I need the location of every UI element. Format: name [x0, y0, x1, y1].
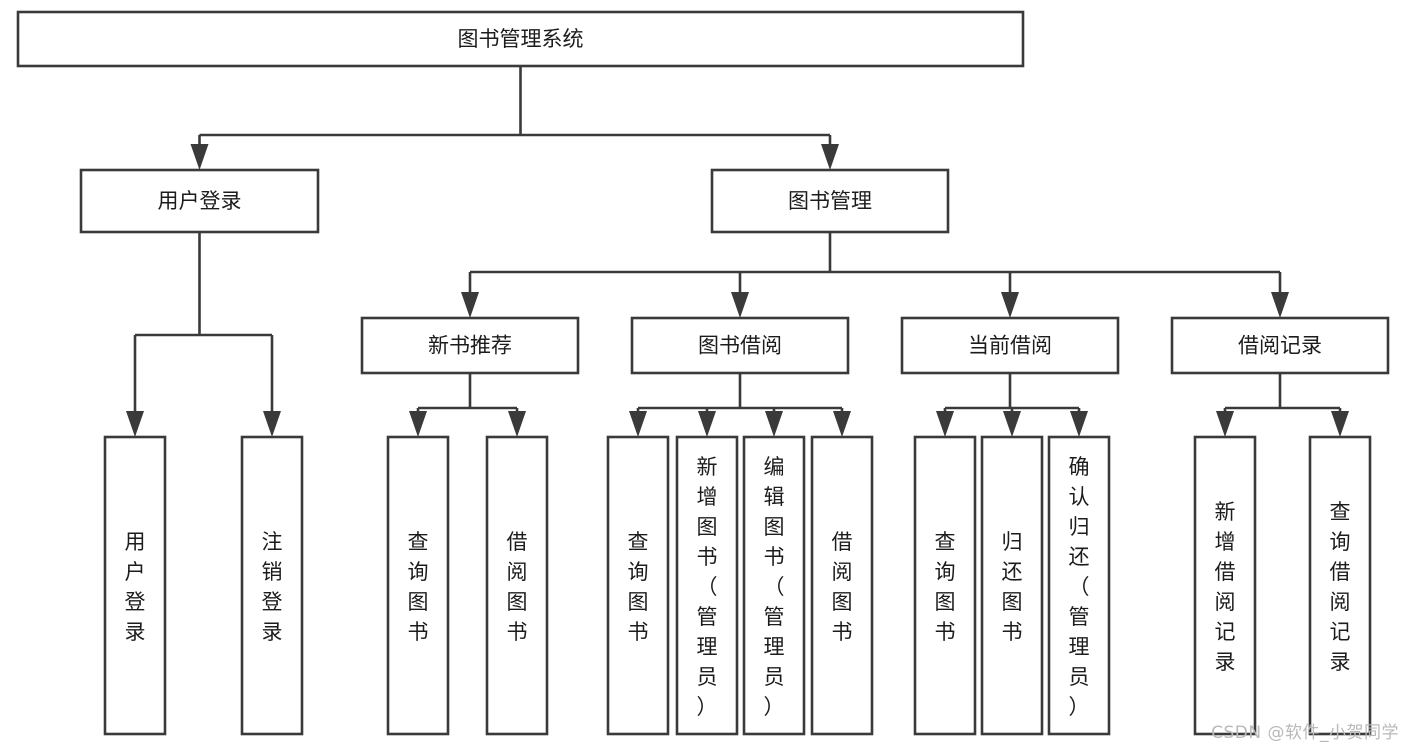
node-label-leaf-user-login: 用户登录	[125, 530, 146, 644]
arrowhead-root-1	[821, 144, 839, 170]
node-rect-current-borrow	[900, 316, 1120, 375]
arrowhead-borrow-record-1	[1331, 411, 1349, 437]
node-root[interactable]: 图书管理系统	[16, 10, 1025, 68]
node-label-book-borrow: 图书借阅	[698, 334, 782, 358]
node-rect-root	[16, 10, 1025, 68]
node-rect-leaf-borrow-book-1	[485, 435, 549, 736]
node-label-user-login: 用户登录	[158, 189, 242, 213]
arrowhead-book-borrow-1	[698, 411, 716, 437]
arrowhead-book-borrow-3	[833, 411, 851, 437]
arrowhead-book-manage-2	[1001, 292, 1019, 318]
node-label-leaf-add-borrow-record: 新增借阅记录	[1215, 500, 1236, 674]
node-label-root: 图书管理系统	[458, 27, 584, 51]
arrowhead-book-manage-1	[731, 292, 749, 318]
node-leaf-edit-book[interactable]: 编辑图书（管理员）	[742, 435, 806, 736]
node-leaf-add-borrow-record[interactable]: 新增借阅记录	[1193, 435, 1257, 736]
arrowhead-book-manage-0	[461, 292, 479, 318]
node-label-new-book-recommend: 新书推荐	[428, 334, 512, 358]
arrowhead-book-manage-3	[1271, 292, 1289, 318]
node-label-leaf-query-book-2: 查询图书	[628, 530, 649, 644]
node-label-book-manage: 图书管理	[788, 189, 872, 213]
node-borrow-record[interactable]: 借阅记录	[1170, 316, 1390, 375]
node-rect-leaf-add-book	[675, 435, 739, 736]
node-leaf-borrow-book-2[interactable]: 借阅图书	[810, 435, 874, 736]
arrowhead-book-borrow-0	[629, 411, 647, 437]
node-leaf-user-login[interactable]: 用户登录	[103, 435, 167, 736]
connector-lines	[126, 66, 1349, 437]
node-label-leaf-logout-login: 注销登录	[262, 530, 283, 644]
node-rect-leaf-confirm-return	[1047, 435, 1111, 736]
node-rect-book-manage	[710, 168, 950, 234]
node-rect-leaf-logout-login	[240, 435, 304, 736]
node-leaf-return-book[interactable]: 归还图书	[980, 435, 1044, 736]
node-boxes: 图书管理系统用户登录图书管理新书推荐图书借阅当前借阅借阅记录用户登录注销登录查询…	[16, 10, 1390, 736]
node-rect-book-borrow	[630, 316, 850, 375]
node-label-leaf-add-book: 新增图书（管理员）	[697, 455, 718, 719]
arrowhead-borrow-record-0	[1216, 411, 1234, 437]
node-rect-leaf-borrow-book-2	[810, 435, 874, 736]
node-label-borrow-record: 借阅记录	[1238, 334, 1322, 358]
node-label-leaf-borrow-book-2: 借阅图书	[832, 530, 853, 644]
node-rect-new-book-recommend	[360, 316, 580, 375]
arrowhead-new-book-recommend-1	[508, 411, 526, 437]
node-rect-leaf-query-book-1	[386, 435, 450, 736]
node-new-book-recommend[interactable]: 新书推荐	[360, 316, 580, 375]
node-label-leaf-borrow-book-1: 借阅图书	[507, 530, 528, 644]
node-label-leaf-edit-book: 编辑图书（管理员）	[764, 455, 785, 719]
arrowhead-root-0	[190, 144, 209, 170]
node-rect-user-login	[79, 168, 320, 234]
node-user-login[interactable]: 用户登录	[79, 168, 320, 234]
node-book-manage[interactable]: 图书管理	[710, 168, 950, 234]
node-label-leaf-query-borrow-record: 查询借阅记录	[1330, 500, 1351, 674]
node-rect-leaf-add-borrow-record	[1193, 435, 1257, 736]
node-rect-leaf-user-login	[103, 435, 167, 736]
arrowhead-current-borrow-0	[936, 411, 954, 437]
arrowhead-user-login-1	[263, 411, 281, 437]
node-leaf-logout-login[interactable]: 注销登录	[240, 435, 304, 736]
node-leaf-query-borrow-record[interactable]: 查询借阅记录	[1308, 435, 1372, 736]
node-label-leaf-confirm-return: 确认归还（管理员）	[1069, 455, 1090, 719]
node-current-borrow[interactable]: 当前借阅	[900, 316, 1120, 375]
node-leaf-query-book-1[interactable]: 查询图书	[386, 435, 450, 736]
node-rect-borrow-record	[1170, 316, 1390, 375]
node-rect-leaf-query-book-3	[913, 435, 977, 736]
node-label-leaf-query-book-1: 查询图书	[408, 530, 429, 644]
node-label-leaf-query-book-3: 查询图书	[935, 530, 956, 644]
node-label-current-borrow: 当前借阅	[968, 334, 1052, 358]
arrowhead-current-borrow-1	[1003, 411, 1021, 437]
node-book-borrow[interactable]: 图书借阅	[630, 316, 850, 375]
arrowhead-current-borrow-2	[1070, 411, 1088, 437]
node-rect-leaf-return-book	[980, 435, 1044, 736]
node-leaf-borrow-book-1[interactable]: 借阅图书	[485, 435, 549, 736]
node-leaf-confirm-return[interactable]: 确认归还（管理员）	[1047, 435, 1111, 736]
node-rect-leaf-edit-book	[742, 435, 806, 736]
node-rect-leaf-query-borrow-record	[1308, 435, 1372, 736]
node-leaf-query-book-3[interactable]: 查询图书	[913, 435, 977, 736]
node-leaf-query-book-2[interactable]: 查询图书	[606, 435, 670, 736]
node-leaf-add-book[interactable]: 新增图书（管理员）	[675, 435, 739, 736]
node-rect-leaf-query-book-2	[606, 435, 670, 736]
arrowhead-book-borrow-2	[765, 411, 783, 437]
arrowhead-user-login-0	[126, 411, 144, 437]
watermark-text: CSDN @软件_小贺同学	[1211, 723, 1399, 743]
node-label-leaf-return-book: 归还图书	[1002, 530, 1023, 644]
arrowhead-new-book-recommend-0	[409, 411, 427, 437]
